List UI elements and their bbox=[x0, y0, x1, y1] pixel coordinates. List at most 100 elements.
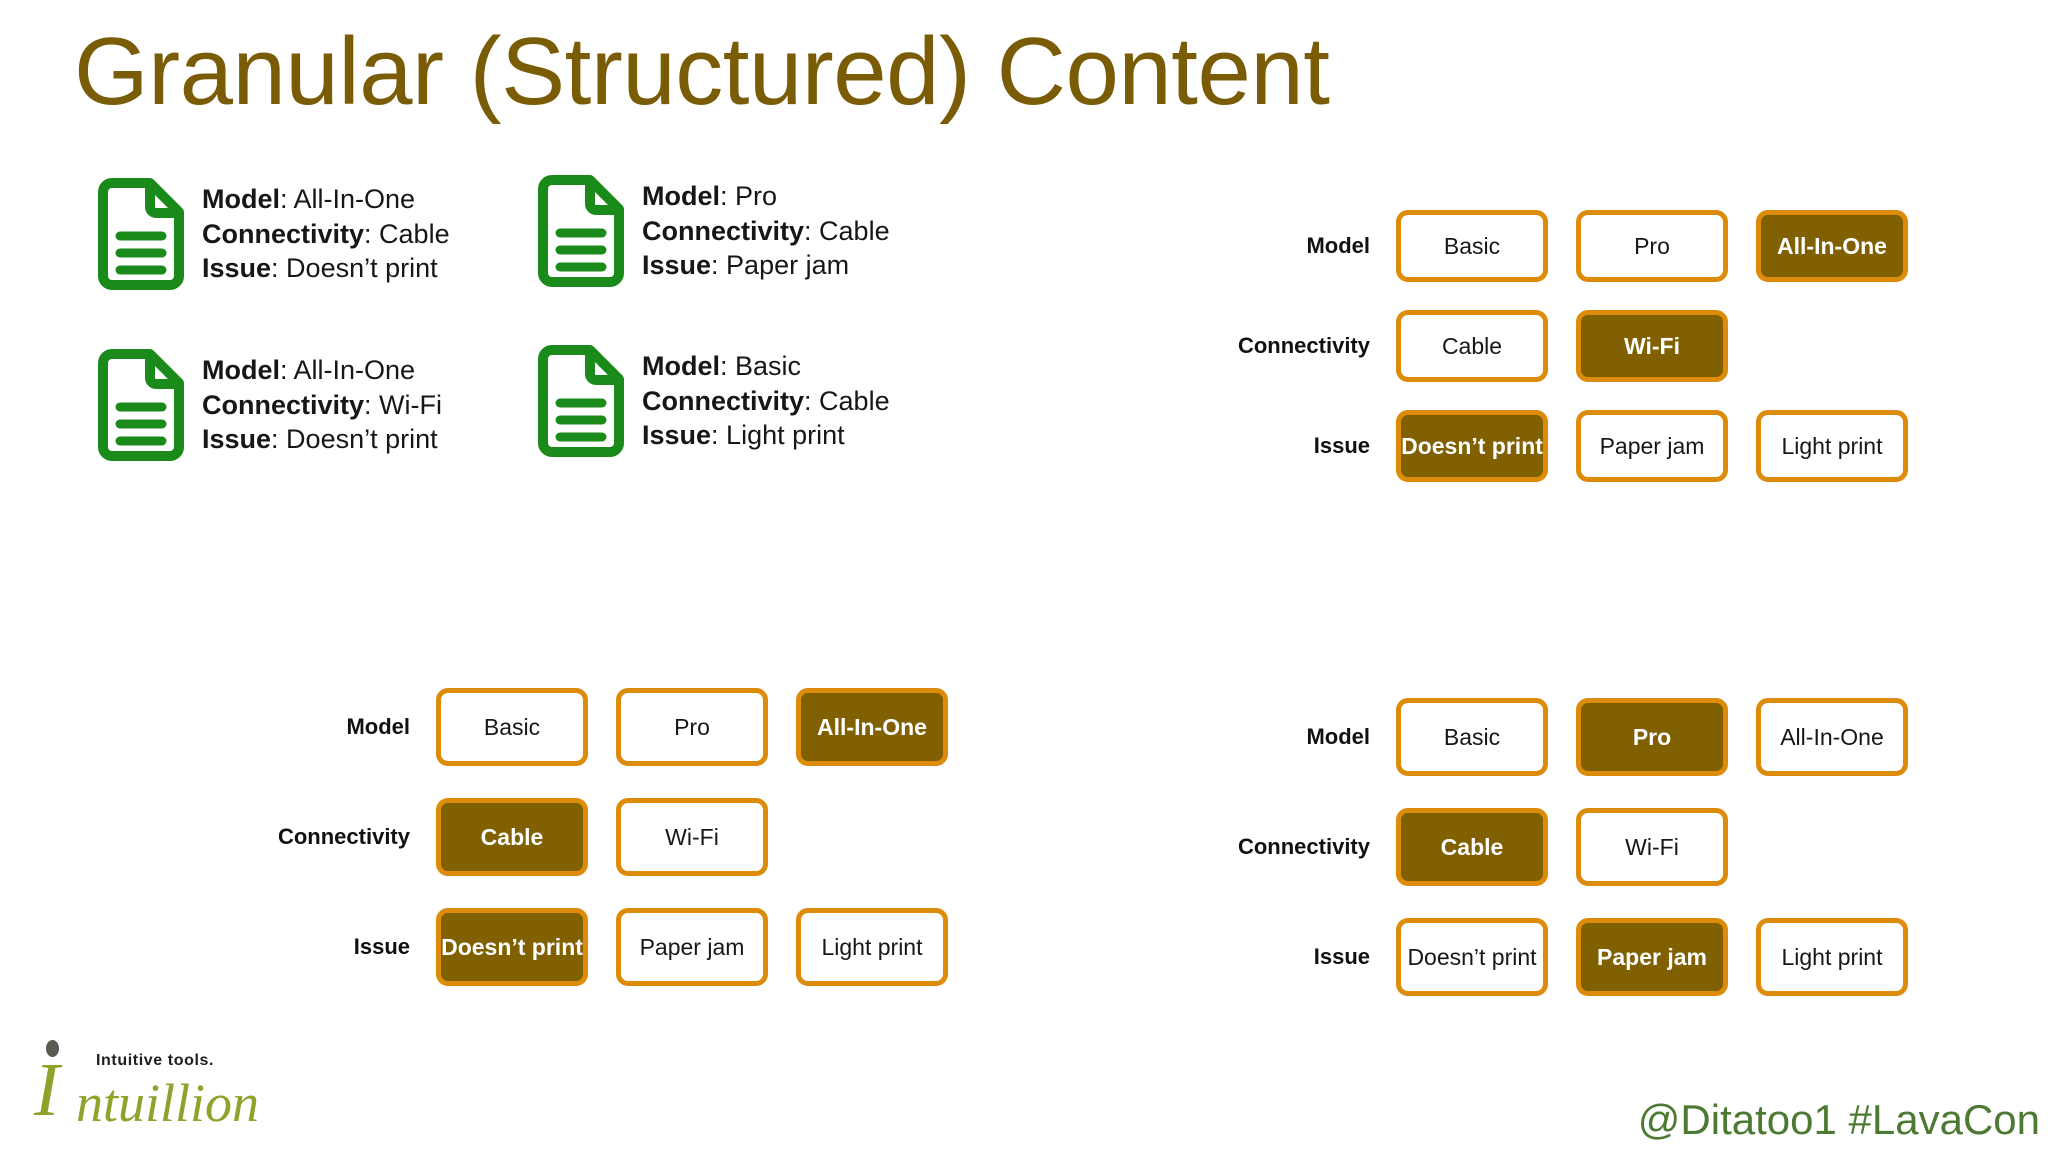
document-field-label: Connectivity bbox=[202, 389, 365, 420]
document-field: Model: Pro bbox=[642, 179, 890, 214]
document-field-label: Issue bbox=[202, 253, 272, 284]
document-field-label: Model bbox=[202, 355, 280, 386]
facet-row-connectivity: Connectivity Cable Wi-Fi bbox=[1208, 808, 1936, 886]
facet-row-label: Model bbox=[1306, 233, 1370, 258]
document-field: Issue: Paper jam bbox=[642, 248, 890, 283]
facet-option[interactable]: Pro bbox=[1576, 210, 1728, 282]
facet-row-model: Model Basic Pro All-In-One bbox=[240, 688, 976, 766]
document-field-label: Issue bbox=[642, 420, 712, 451]
document-field-value: : Cable bbox=[804, 215, 890, 246]
document-field: Connectivity: Cable bbox=[642, 384, 890, 419]
facet-options: Basic Pro All-In-One bbox=[436, 688, 976, 766]
document-field-value: : Doesn’t print bbox=[271, 253, 438, 284]
document-field-label: Model bbox=[642, 351, 720, 382]
facet-row-model: Model Basic Pro All-In-One bbox=[1208, 210, 1936, 282]
facet-option-selected[interactable]: Doesn’t print bbox=[1396, 410, 1548, 482]
facet-option[interactable]: Wi-Fi bbox=[1576, 808, 1728, 886]
logo-wordmark: ntuillion bbox=[76, 1073, 260, 1133]
footer-social-handle: @Ditatoo1 #LavaCon bbox=[1637, 1096, 2040, 1143]
document-field: Model: All-In-One bbox=[202, 182, 450, 217]
facet-options: Doesn’t print Paper jam Light print bbox=[1396, 918, 1936, 996]
document-field: Issue: Doesn’t print bbox=[202, 422, 442, 457]
logo-tagline: Intuitive tools. bbox=[96, 1052, 215, 1069]
logo-dot-icon bbox=[46, 1040, 59, 1057]
document-field-value: : Doesn’t print bbox=[271, 424, 438, 455]
facet-option[interactable]: Basic bbox=[1396, 210, 1548, 282]
page-title: Granular (Structured) Content bbox=[74, 18, 1330, 125]
facet-row-issue: Issue Doesn’t print Paper jam Light print bbox=[1208, 918, 1936, 996]
document-field: Issue: Light print bbox=[642, 418, 890, 453]
document-field: Model: All-In-One bbox=[202, 353, 442, 388]
facet-row-issue: Issue Doesn’t print Paper jam Light print bbox=[240, 908, 976, 986]
document-icon bbox=[538, 175, 624, 287]
facet-options: Basic Pro All-In-One bbox=[1396, 210, 1936, 282]
document-field-label: Issue bbox=[202, 424, 272, 455]
facet-options: Cable Wi-Fi bbox=[1396, 310, 1756, 382]
facet-option[interactable]: Light print bbox=[1756, 410, 1908, 482]
document-field-label: Connectivity bbox=[642, 385, 805, 416]
facet-option-selected[interactable]: All-In-One bbox=[796, 688, 948, 766]
facet-option[interactable]: Wi-Fi bbox=[616, 798, 768, 876]
facet-option[interactable]: Doesn’t print bbox=[1396, 918, 1548, 996]
facet-option[interactable]: Light print bbox=[1756, 918, 1908, 996]
facet-row-label: Connectivity bbox=[1237, 834, 1370, 859]
facet-row-label: Model bbox=[346, 714, 410, 739]
document-field-value: : Pro bbox=[720, 181, 778, 212]
facet-option-selected[interactable]: Doesn’t print bbox=[436, 908, 588, 986]
document-field-value: : Cable bbox=[364, 218, 450, 249]
facet-option[interactable]: All-In-One bbox=[1756, 698, 1908, 776]
document-field-value: : Paper jam bbox=[711, 250, 850, 281]
facet-option-selected[interactable]: Pro bbox=[1576, 698, 1728, 776]
document-field: Connectivity: Cable bbox=[202, 217, 450, 252]
facet-option[interactable]: Basic bbox=[436, 688, 588, 766]
facet-option[interactable]: Cable bbox=[1396, 310, 1548, 382]
facet-options: Doesn’t print Paper jam Light print bbox=[1396, 410, 1936, 482]
document-field-value: : Basic bbox=[720, 351, 802, 382]
document-field: Connectivity: Wi-Fi bbox=[202, 388, 442, 423]
facet-option[interactable]: Paper jam bbox=[616, 908, 768, 986]
document-field-label: Model bbox=[642, 181, 720, 212]
facet-option-selected[interactable]: Cable bbox=[1396, 808, 1548, 886]
document-field-value: : Light print bbox=[711, 420, 845, 451]
facet-options: Cable Wi-Fi bbox=[1396, 808, 1756, 886]
document-field-label: Model bbox=[202, 184, 280, 215]
facet-row-model: Model Basic Pro All-In-One bbox=[1208, 698, 1936, 776]
logo-initial: I bbox=[34, 1048, 60, 1132]
document-field-label: Connectivity bbox=[642, 215, 805, 246]
facet-row-label: Issue bbox=[1313, 433, 1370, 458]
facet-option[interactable]: Basic bbox=[1396, 698, 1548, 776]
document-field: Model: Basic bbox=[642, 349, 890, 384]
document-field-label: Issue bbox=[642, 250, 712, 281]
brand-logo: I ntuillion Intuitive tools. bbox=[34, 1040, 264, 1140]
facet-row-label: Issue bbox=[353, 934, 410, 959]
facet-option[interactable]: Pro bbox=[616, 688, 768, 766]
facet-option[interactable]: Paper jam bbox=[1576, 410, 1728, 482]
facet-row-label: Issue bbox=[1313, 944, 1370, 969]
facet-row-issue: Issue Doesn’t print Paper jam Light print bbox=[1208, 410, 1936, 482]
facet-row-label: Model bbox=[1306, 724, 1370, 749]
document-field-value: : All-In-One bbox=[280, 355, 416, 386]
facet-option-selected[interactable]: Wi-Fi bbox=[1576, 310, 1728, 382]
facet-options: Basic Pro All-In-One bbox=[1396, 698, 1936, 776]
document-icon bbox=[538, 345, 624, 457]
facet-option-selected[interactable]: Cable bbox=[436, 798, 588, 876]
document-icon bbox=[98, 349, 184, 461]
document-field-value: : All-In-One bbox=[280, 184, 416, 215]
document-field: Connectivity: Cable bbox=[642, 214, 890, 249]
facet-option[interactable]: Light print bbox=[796, 908, 948, 986]
facet-option-selected[interactable]: Paper jam bbox=[1576, 918, 1728, 996]
facet-option-selected[interactable]: All-In-One bbox=[1756, 210, 1908, 282]
document-field: Issue: Doesn’t print bbox=[202, 251, 450, 286]
